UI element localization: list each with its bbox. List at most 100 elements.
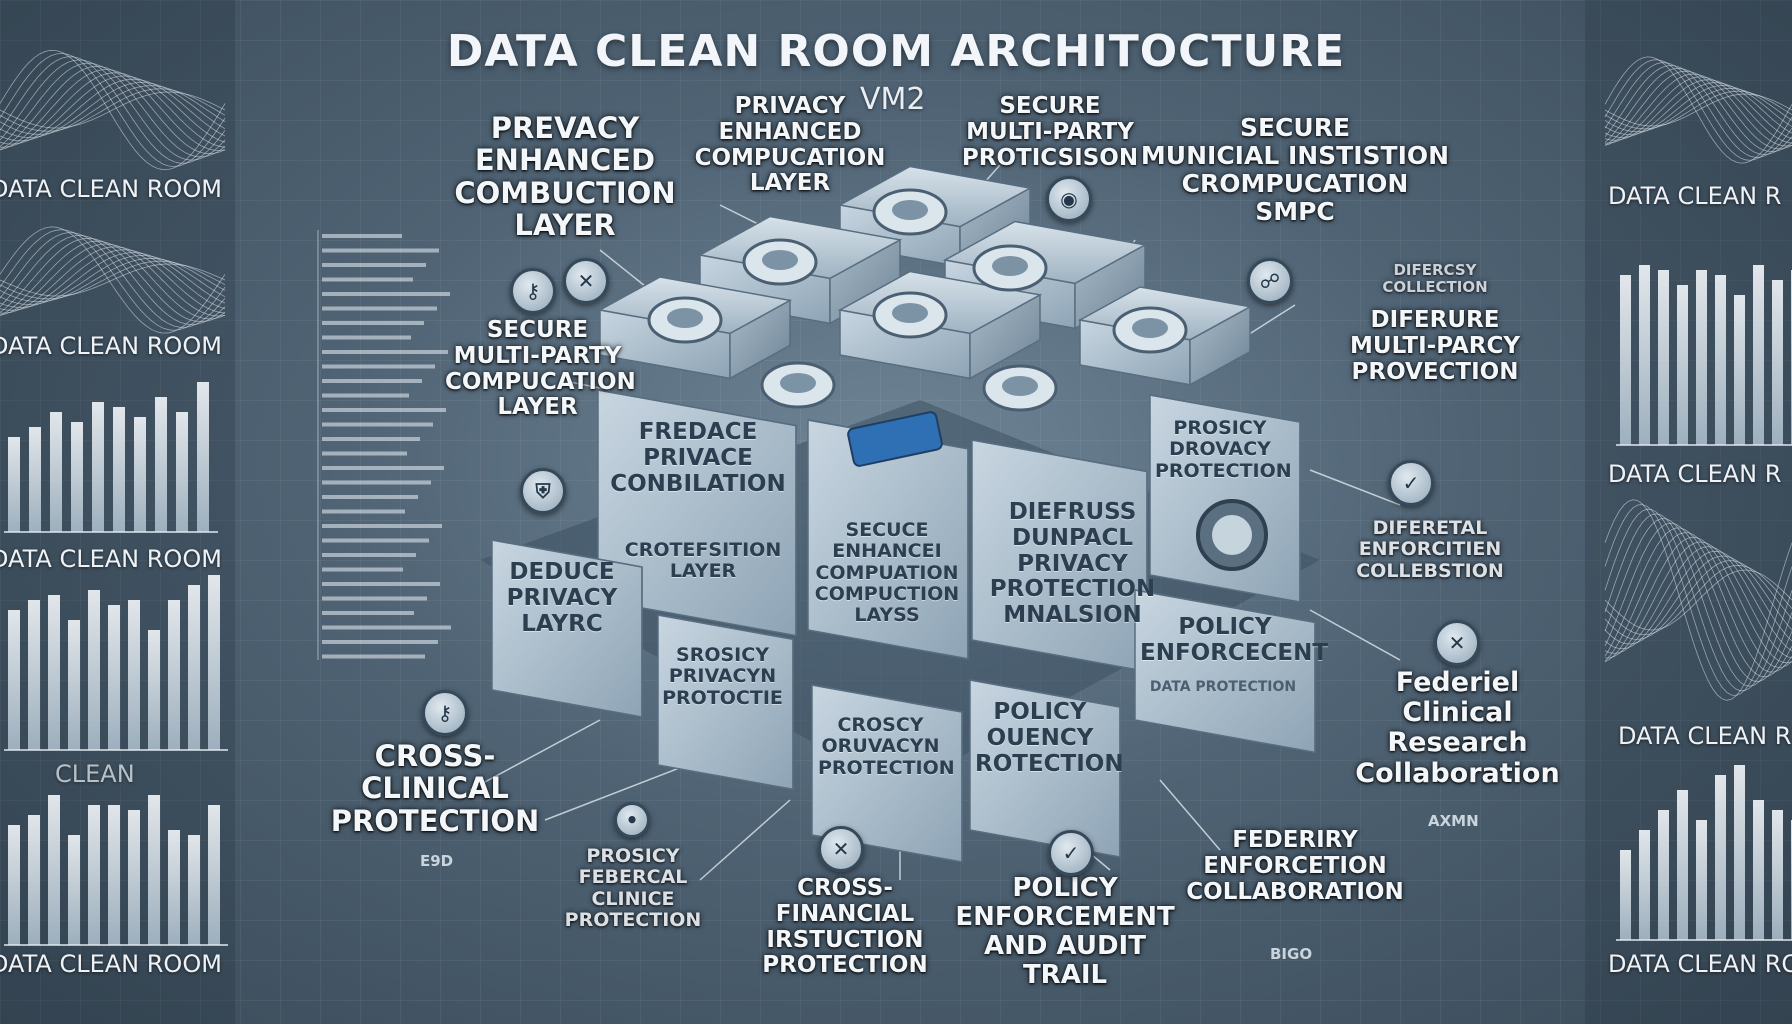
lock-icon: ◉ xyxy=(1046,176,1092,222)
right-chart-1-bar xyxy=(1639,265,1650,445)
cross-icon: ✕ xyxy=(818,826,864,872)
text-line-decoration xyxy=(322,538,429,543)
left-chart-3-bar xyxy=(208,805,220,945)
shield-icon: ⛨ xyxy=(520,468,566,514)
right-wave-1 xyxy=(1604,56,1792,164)
link-icon: ☍ xyxy=(1247,258,1293,304)
left-wave-1 xyxy=(0,52,226,168)
right-chart-2-bar xyxy=(1753,800,1764,940)
cube-low-5-top xyxy=(1134,589,1316,624)
cube-face-left-upper-sub: CROTEFSITION LAYER xyxy=(624,539,782,583)
right-wave-2 xyxy=(1604,513,1792,687)
label-right-upper: DIFERURE MULTI-PARCY PROVECTION xyxy=(1350,307,1520,385)
label-top-right: SECURE MUNICIAL INSTISTION CROMPUCATION … xyxy=(1140,113,1450,226)
left-chart-3-bar xyxy=(128,810,140,945)
text-line-decoration xyxy=(322,611,414,615)
left-chart-2-bar xyxy=(28,600,40,750)
right-chart-2-bar xyxy=(1677,790,1688,940)
right-wave-2 xyxy=(1604,546,1792,654)
left-chart-3-bar xyxy=(108,805,120,945)
right-wave-2 xyxy=(1604,522,1792,678)
connector-line xyxy=(469,719,601,791)
text-line-decoration xyxy=(322,335,411,340)
text-line-decoration xyxy=(322,524,442,528)
text-line-decoration xyxy=(322,379,422,383)
cube-low-2-top xyxy=(657,614,794,641)
connector-line xyxy=(699,799,791,881)
right-chart-2-bar xyxy=(1620,850,1631,940)
connector-line xyxy=(1309,609,1401,661)
left-chart-1-bar xyxy=(155,397,167,532)
left-chart-1-bar xyxy=(29,427,41,532)
cube-mid-right-top xyxy=(971,439,1148,473)
cube-icon-disc-center xyxy=(992,256,1028,276)
left-chart-2-bar xyxy=(108,605,120,750)
cube-mid-left-top xyxy=(597,389,797,427)
cube-face-front-left-lower: DEDUCE PRIVACY LAYRC xyxy=(506,559,618,637)
connector-line xyxy=(1159,779,1221,851)
cube-icon-disc-center xyxy=(892,303,928,323)
label-bottom-mid: CROSS- FINANCIAL IRSTUCTION PROTECTION xyxy=(762,875,928,979)
right-wave-2 xyxy=(1604,550,1792,650)
right-wave-2 xyxy=(1604,504,1792,696)
label-right-lower: Federiel Clinical Research Collaboration xyxy=(1355,667,1560,789)
left-chart-2-bar xyxy=(48,595,60,750)
left-chart-1-bar xyxy=(134,417,146,532)
cube-low-1-top xyxy=(491,539,643,568)
right-wave-1 xyxy=(1604,59,1792,161)
right-wave-2 xyxy=(1604,532,1792,668)
right-wave-1 xyxy=(1604,64,1792,156)
text-line-decoration xyxy=(322,263,426,267)
left-wave-2 xyxy=(0,246,226,314)
right-chart-1-bar xyxy=(1715,275,1726,445)
left-chart-1-bar xyxy=(113,407,125,532)
left-caption-5: DATA CLEAN ROOM xyxy=(0,950,222,978)
cube-low-3-top xyxy=(811,684,963,713)
text-line-decoration xyxy=(322,466,444,470)
right-chart-1-bar xyxy=(1696,270,1707,445)
left-chart-3-bar xyxy=(88,805,100,945)
left-wave-2 xyxy=(0,240,226,320)
right-wave-1 xyxy=(1604,93,1792,127)
right-wave-2 xyxy=(1604,499,1792,701)
cube-face-right-upper: PROSICY DROVACY PROTECTION xyxy=(1155,417,1292,482)
left-chart-3-bar xyxy=(148,795,160,945)
left-wave-1 xyxy=(0,75,226,145)
text-line-decoration xyxy=(322,422,433,427)
left-chart-2-bar xyxy=(208,575,220,750)
right-chart-1-bar xyxy=(1734,295,1745,445)
left-wave-1 xyxy=(0,65,226,155)
text-line-decoration xyxy=(322,582,440,586)
cube-icon-disc-center xyxy=(780,373,816,393)
left-wave-2 xyxy=(0,229,226,331)
left-chart-1-bar xyxy=(197,382,209,532)
text-line-decoration xyxy=(322,393,409,398)
left-chart-2-bar xyxy=(68,620,80,750)
text-line-decoration xyxy=(322,321,424,325)
cube-icon-disc-center xyxy=(1132,318,1168,338)
right-wave-1 xyxy=(1604,70,1792,150)
left-chart-2-bar xyxy=(188,585,200,750)
text-line-decoration xyxy=(322,640,438,644)
left-chart-1-bar xyxy=(50,412,62,532)
right-chart-1-bar xyxy=(1620,275,1631,445)
left-wave-2 xyxy=(0,254,226,306)
cube-face-right-center: DIEFRUSS DUNPACL PRIVACY PROTECTION MNAL… xyxy=(989,499,1156,628)
right-wave-1 xyxy=(1604,76,1792,144)
cube-face-front-right-lower: POLICY OUENCY ROTECTION xyxy=(975,699,1124,777)
text-line-decoration xyxy=(322,292,450,296)
right-wave-1 xyxy=(1604,84,1792,136)
right-wave-2 xyxy=(1604,564,1792,636)
text-line-decoration xyxy=(322,277,413,282)
text-line-decoration xyxy=(322,654,425,659)
left-wave-1 xyxy=(0,49,226,171)
left-wave-1 xyxy=(0,72,226,148)
left-chart-3-bar xyxy=(28,815,40,945)
dot-icon: • xyxy=(614,802,650,838)
label-bottom-right-small: BIGO xyxy=(1270,945,1313,963)
left-caption-4: CLEAN xyxy=(55,760,135,788)
right-wave-2 xyxy=(1604,508,1792,692)
left-chart-1-bar xyxy=(176,412,188,532)
left-wave-1 xyxy=(0,62,226,158)
